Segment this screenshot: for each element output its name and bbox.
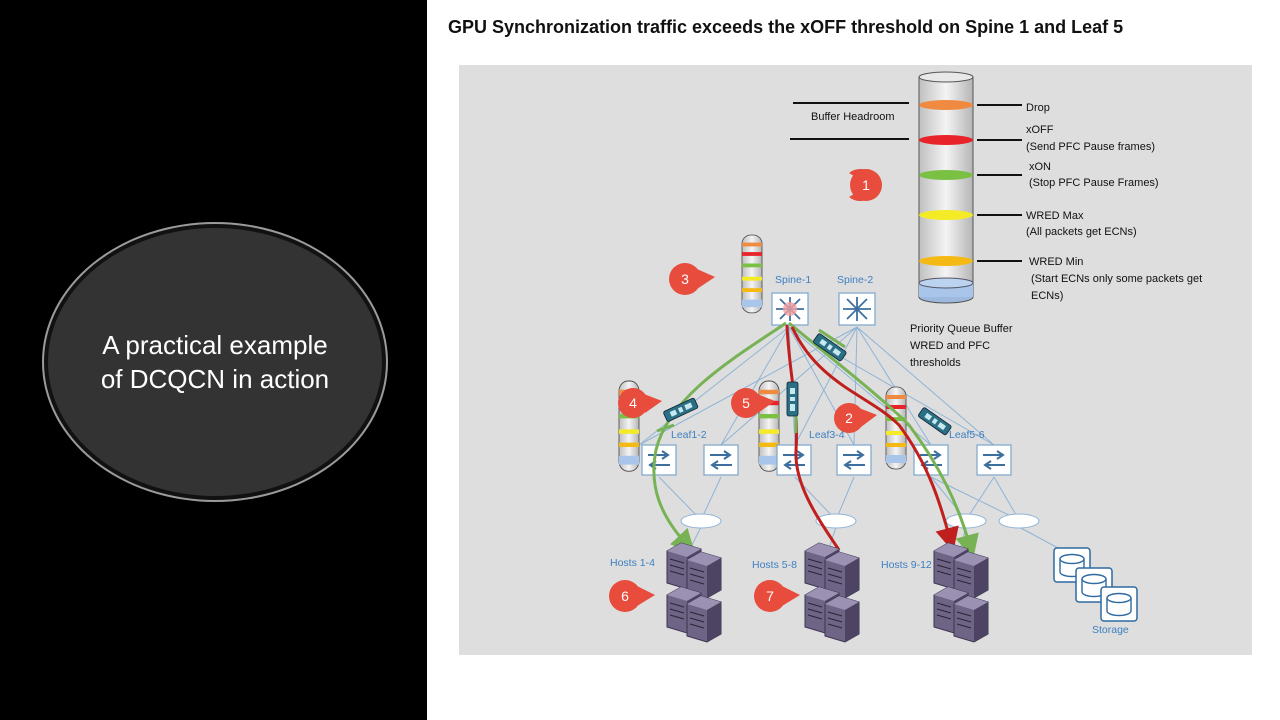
leaf-4-switch [836, 444, 872, 476]
leaf34-buffer [758, 380, 780, 472]
leaf34-label: Leaf3-4 [809, 429, 845, 441]
green-flow-2 [788, 321, 979, 559]
xoff-level [919, 135, 973, 145]
marker-7: 7 [754, 580, 800, 612]
slide-title: GPU Synchronization traffic exceeds the … [448, 17, 1124, 37]
hosts-1-4-label: Hosts 1-4 [610, 557, 655, 569]
hosts-5-8-servers [804, 542, 860, 643]
wred-min-level [919, 256, 973, 266]
storage-disks [1053, 547, 1138, 622]
wred-min-desc-2: ECNs) [1031, 290, 1063, 302]
priority-queue-buffer [918, 71, 974, 304]
marker-5: 5 [731, 388, 775, 418]
spine-2-switch [838, 292, 876, 326]
spine-1-label: Spine-1 [775, 274, 811, 286]
spine-2-label: Spine-2 [837, 274, 873, 286]
svg-text:6: 6 [621, 588, 629, 604]
xoff-desc: (Send PFC Pause frames) [1026, 141, 1155, 153]
spine-buffer [741, 234, 763, 314]
svg-text:2: 2 [845, 410, 853, 426]
drop-level [919, 100, 973, 110]
svg-text:4: 4 [629, 395, 637, 411]
marker-2: 2 [834, 403, 877, 433]
hosts-5-8-label: Hosts 5-8 [752, 559, 797, 571]
red-flow-1 [785, 324, 841, 551]
hosts-9-12-servers [933, 542, 989, 643]
xon-desc: (Stop PFC Pause Frames) [1029, 177, 1159, 189]
svg-text:5: 5 [742, 395, 750, 411]
leaf56-label: Leaf5-6 [949, 429, 985, 441]
svg-text:3: 3 [681, 271, 689, 287]
wred-max-desc: (All packets get ECNs) [1026, 226, 1137, 238]
pfc-tag-leaf34 [786, 381, 799, 417]
hosts-9-12-label: Hosts 9-12 [881, 559, 932, 571]
marker-4: 4 [618, 388, 662, 418]
pfc-arrow-leaf12 [656, 423, 675, 433]
hubs [680, 513, 1040, 529]
wred-min-desc-1: (Start ECNs only some packets get [1031, 273, 1202, 285]
buffer-caption-2: WRED and PFC [910, 340, 990, 352]
xoff-label: xOFF [1026, 124, 1054, 136]
left-panel: A practical example of DCQCN in action [0, 0, 427, 720]
xon-label: xON [1029, 161, 1051, 173]
buffer-caption-3: thresholds [910, 357, 961, 369]
storage-label: Storage [1092, 624, 1129, 636]
red-flow-2 [790, 326, 959, 552]
pfc-arrow-spine [818, 328, 846, 349]
callout-text: A practical example of DCQCN in action [100, 330, 330, 394]
buffer-caption-1: Priority Queue Buffer [910, 323, 1013, 335]
wred-min-label: WRED Min [1029, 256, 1083, 268]
xon-level [919, 170, 973, 180]
pfc-tag-leaf12 [662, 397, 699, 423]
callout-oval: A practical example of DCQCN in action [42, 222, 388, 502]
leaf-6-switch [976, 444, 1012, 476]
drop-label: Drop [1026, 102, 1050, 114]
wred-max-label: WRED Max [1026, 210, 1084, 222]
wred-max-level [919, 210, 973, 220]
marker-6: 6 [609, 580, 655, 612]
leaf-3-switch [776, 444, 812, 476]
marker-1: 1 [849, 169, 882, 201]
hosts-1-4-servers [666, 542, 722, 643]
leaf-2-switch [703, 444, 739, 476]
buffer-headroom-label: Buffer Headroom [811, 111, 895, 123]
green-flow-1 [652, 321, 787, 554]
leaf-1-switch [641, 444, 677, 476]
network-diagram: Buffer Headroom Drop xOFF (Send PFC Paus… [459, 65, 1252, 655]
svg-text:7: 7 [766, 588, 774, 604]
leaf12-label: Leaf1-2 [671, 429, 707, 441]
svg-text:1: 1 [862, 177, 870, 193]
marker-3: 3 [669, 263, 715, 295]
